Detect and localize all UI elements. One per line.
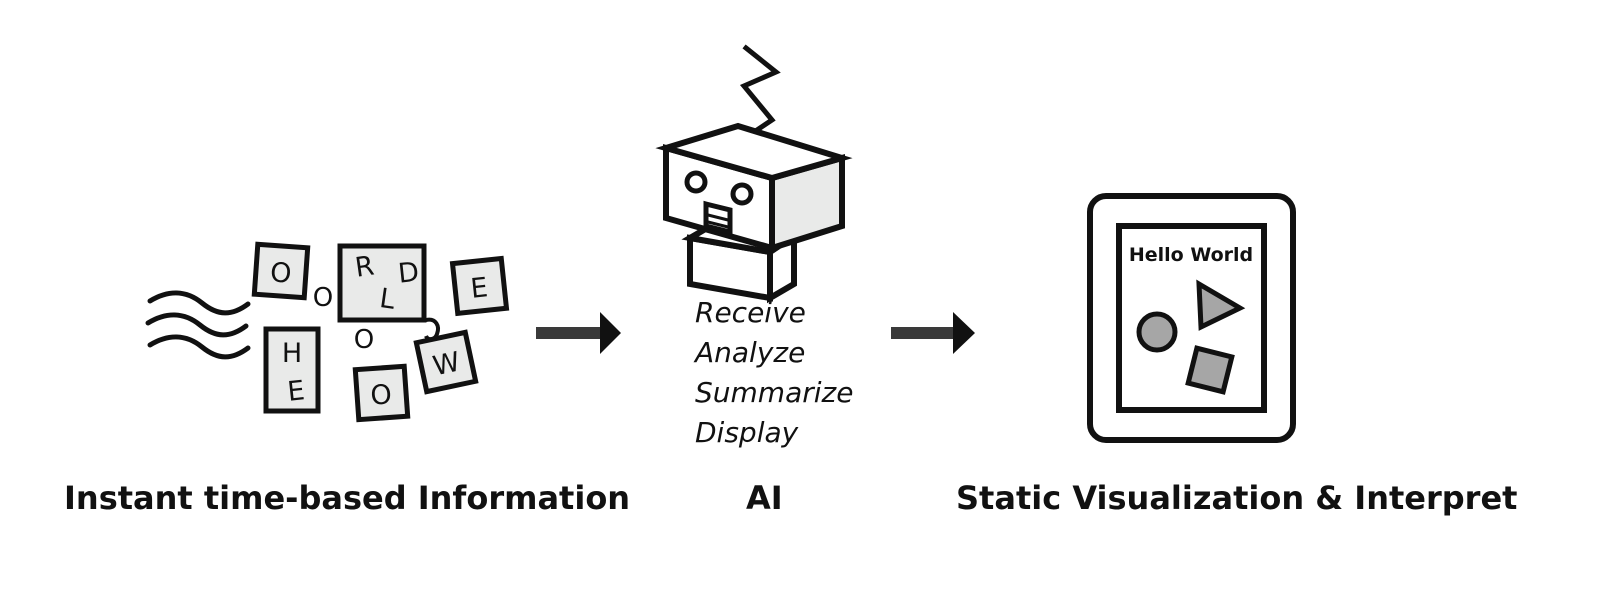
ai-step-display: Display xyxy=(695,416,799,449)
screen-title: Hello World xyxy=(1129,244,1253,266)
letter-tile: E xyxy=(449,255,510,317)
letter-tile: W xyxy=(413,329,479,395)
loose-letter: O xyxy=(354,325,374,355)
tile-letter: O xyxy=(369,379,392,411)
ai-step-receive: Receive xyxy=(695,296,806,329)
loose-letters: O O xyxy=(313,283,440,355)
tile-letter: R xyxy=(353,250,376,283)
tile-letter: O xyxy=(269,257,292,289)
ai-steps-list: Receive Analyze Summarize Display xyxy=(695,293,853,453)
stage-caption-ai: AI xyxy=(746,479,783,517)
tile-letter: L xyxy=(378,283,397,316)
ai-step-analyze: Analyze xyxy=(695,336,806,369)
tablet-display: Hello World xyxy=(1087,193,1296,443)
tile-letter: W xyxy=(430,347,463,383)
big-letter-tile: R D L xyxy=(337,243,427,323)
letter-tiles: O R D L E H E W O xyxy=(251,241,510,423)
triangle-shape-icon xyxy=(1196,279,1246,331)
letter-fragment xyxy=(424,317,440,342)
robot-icon xyxy=(655,44,853,304)
stage-caption-information: Instant time-based Information xyxy=(64,479,631,517)
circle-shape-icon xyxy=(1136,311,1178,353)
square-shape-icon xyxy=(1185,345,1235,395)
stage-caption-visualization: Static Visualization & Interpret xyxy=(956,479,1518,517)
tile-letter: D xyxy=(397,257,421,290)
letter-tile: H E xyxy=(263,326,321,414)
loose-letter: O xyxy=(313,283,333,313)
letter-tile: O xyxy=(251,241,311,301)
letter-tile: O xyxy=(352,363,411,423)
ai-step-summarize: Summarize xyxy=(695,376,854,409)
tile-letter: E xyxy=(469,272,489,305)
wind-lines-icon xyxy=(145,290,251,360)
arrow-right-icon xyxy=(891,312,975,354)
tile-letter: H xyxy=(282,338,302,369)
arrow-right-icon xyxy=(536,312,621,354)
tile-letter: E xyxy=(286,375,306,408)
